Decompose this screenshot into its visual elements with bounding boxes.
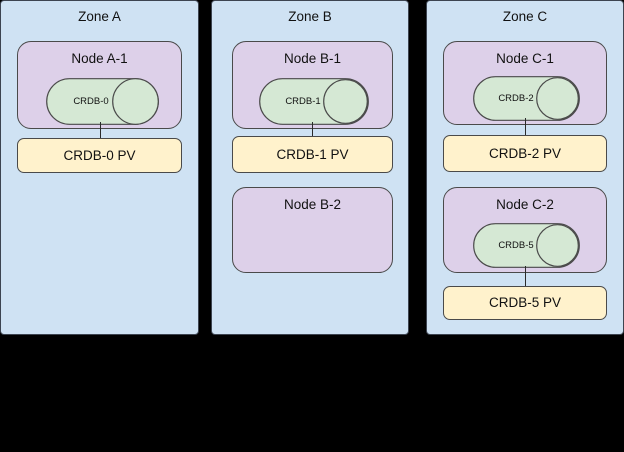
node-box-b-1: Node B-1 CRDB-1	[232, 41, 393, 129]
database-cylinder-crdb-2: CRDB-2	[473, 76, 580, 121]
cylinder-icon	[473, 223, 580, 268]
cylinder-icon	[259, 78, 369, 125]
pv-label-crdb-2: CRDB-2 PV	[488, 145, 561, 161]
node-box-b-2: Node B-2	[232, 187, 393, 273]
node-title-b-2: Node B-2	[283, 197, 342, 212]
node-box-c-2: Node C-2 CRDB-5	[443, 187, 607, 273]
zone-title-c: Zone C	[502, 9, 548, 24]
pv-label-crdb-1: CRDB-1 PV	[276, 146, 349, 162]
pv-box-crdb-1: CRDB-1 PV	[232, 136, 393, 173]
node-title-c-2: Node C-2	[496, 197, 554, 212]
zone-container-c: Zone C Node C-1 CRDB-2 CRDB-2 PV Node C-…	[426, 0, 624, 335]
node-title-c-1: Node C-1	[496, 51, 554, 66]
cylinder-icon	[46, 78, 159, 125]
node-box-c-1: Node C-1 CRDB-2	[443, 41, 607, 125]
pv-label-crdb-5: CRDB-5 PV	[488, 295, 561, 310]
connector-crdb-1-to-pv	[312, 122, 314, 137]
cylinder-icon	[473, 76, 580, 121]
zone-container-b: Zone B Node B-1 CRDB-1 CRDB-1 PV Node B-…	[211, 0, 409, 335]
pv-box-crdb-5: CRDB-5 PV	[443, 286, 607, 320]
connector-crdb-0-to-pv	[100, 122, 102, 139]
database-cylinder-crdb-5: CRDB-5	[473, 223, 580, 268]
database-cylinder-crdb-0: CRDB-0	[46, 78, 159, 125]
pv-label-crdb-0: CRDB-0 PV	[63, 147, 136, 163]
zone-container-a: Zone A Node A-1 CRDB-0 CRDB-0 PV	[0, 0, 199, 335]
node-title-b-1: Node B-1	[283, 51, 342, 66]
connector-crdb-2-to-pv	[525, 118, 527, 135]
pv-box-crdb-2: CRDB-2 PV	[443, 135, 607, 172]
zone-title-b: Zone B	[288, 9, 332, 24]
node-box-a-1: Node A-1 CRDB-0	[17, 41, 182, 129]
pv-box-crdb-0: CRDB-0 PV	[17, 138, 182, 173]
zone-title-a: Zone A	[78, 9, 121, 24]
node-title-a-1: Node A-1	[71, 51, 128, 66]
database-cylinder-crdb-1: CRDB-1	[259, 78, 369, 125]
connector-crdb-5-to-pv	[525, 266, 527, 286]
